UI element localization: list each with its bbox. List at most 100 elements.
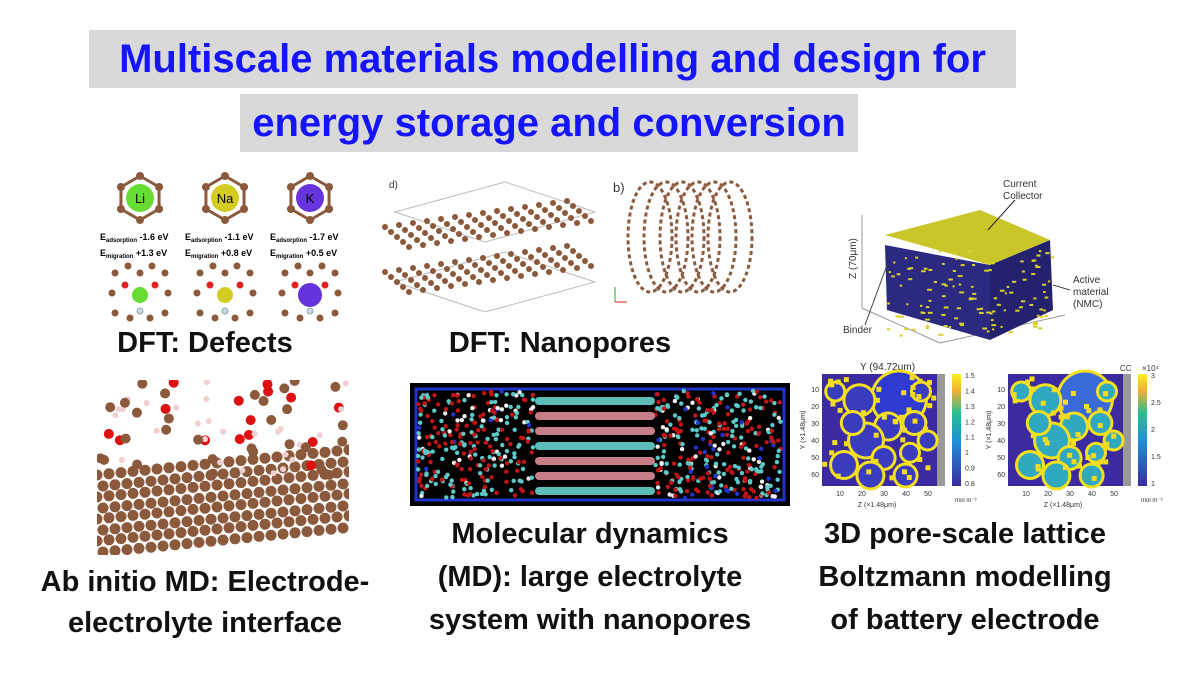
molecule-atom — [747, 494, 752, 500]
molecule-atom — [465, 493, 471, 498]
molecule-atom — [671, 461, 677, 466]
binder-speck — [1035, 264, 1038, 267]
carbon-atom — [420, 287, 426, 293]
molecule-atom — [454, 427, 459, 432]
molecule-atom — [745, 428, 751, 434]
caption-lbm-1: 3D pore-scale lattice — [823, 518, 1107, 550]
binder-speck — [967, 250, 973, 253]
molecule-atom — [737, 391, 742, 397]
carbon-atom — [318, 262, 326, 270]
carbon-atom — [247, 497, 259, 509]
molecule-atom — [685, 391, 690, 396]
molecule-atom — [725, 412, 731, 417]
carbon-atom — [284, 439, 295, 450]
molecule-atom — [422, 401, 427, 406]
molecule-atom — [777, 400, 782, 405]
caption-aimd-2: electrolyte interface — [67, 607, 342, 639]
pixel — [828, 378, 834, 384]
carbon-atom — [164, 289, 172, 297]
carbon-atom — [337, 456, 349, 468]
molecule-atom — [677, 479, 682, 485]
binder-speck — [1038, 327, 1043, 330]
migration-energy: Emigration +0.8 eV — [185, 248, 252, 260]
carbon-atom — [438, 216, 444, 222]
molecule-atom — [496, 451, 502, 457]
x-tick: 20 — [1044, 491, 1052, 498]
molecule-atom — [477, 470, 483, 476]
carbon-atom — [193, 289, 201, 297]
molecule-atom — [757, 456, 762, 461]
molecule-atom — [435, 402, 441, 407]
binder-speck — [1022, 278, 1027, 281]
carbon-atom — [582, 258, 588, 264]
carbon-atom — [103, 490, 115, 502]
molecule-atom — [699, 426, 704, 431]
molecule-atom — [504, 479, 509, 485]
molecule-atom — [696, 406, 702, 411]
carbon-atom — [265, 529, 277, 541]
label-z-axis: Z (70μm) — [847, 238, 859, 279]
carbon-atom — [382, 224, 388, 230]
carbon-atom — [540, 219, 546, 225]
carbon-atom — [132, 459, 143, 470]
carbon-atom — [313, 502, 325, 514]
molecule-atom — [664, 427, 669, 432]
carbon-atom — [532, 271, 538, 277]
molecule-atom — [685, 478, 691, 483]
molecule-atom — [661, 397, 666, 403]
carbon-atom — [554, 262, 560, 268]
adatom-K — [296, 184, 324, 212]
molecule-atom — [656, 437, 661, 443]
heatmap-top-label: Y (94.72μm) — [860, 362, 916, 373]
carbon-atom — [271, 517, 283, 529]
molecule-atom — [529, 490, 535, 495]
molecule-atom — [443, 406, 449, 412]
carbon-atom — [464, 269, 470, 275]
binder-speck — [906, 303, 909, 306]
carbon-atom — [246, 443, 257, 454]
carbon-atom — [500, 213, 506, 219]
molecule-atom — [775, 438, 781, 443]
molecule-atom — [508, 459, 514, 464]
molecule-atom — [758, 405, 763, 411]
carbon-atom — [97, 524, 109, 536]
nanotube-ring — [690, 180, 738, 294]
pixel — [910, 391, 916, 397]
carbon-atom — [209, 262, 217, 270]
carbon-atom — [313, 480, 325, 492]
carbon-atom — [253, 508, 265, 520]
x-tick: 50 — [924, 491, 932, 498]
binder-speck — [958, 283, 962, 286]
pixel — [1058, 405, 1064, 411]
molecule-atom — [504, 469, 509, 474]
molecule-atom — [511, 478, 516, 484]
carbon-atom — [307, 447, 319, 459]
binder-speck — [976, 308, 981, 311]
molecule-atom — [446, 399, 451, 404]
pixel — [822, 461, 828, 467]
carbon-atom — [289, 461, 301, 473]
carbon-atom — [442, 278, 448, 284]
carbon-atom — [97, 535, 103, 547]
carbon-atom — [462, 236, 468, 242]
y-tick: 50 — [997, 455, 1005, 462]
molecule-atom — [456, 398, 461, 404]
carbon-atom — [281, 269, 289, 277]
colorbar — [1138, 374, 1147, 486]
molecule-atom — [464, 423, 469, 428]
molecule-atom — [665, 403, 670, 408]
adatom — [217, 287, 233, 303]
carbon-atom — [205, 491, 217, 503]
binder-speck — [1021, 270, 1025, 273]
carbon-atom — [480, 255, 486, 261]
carbon-atom — [97, 502, 109, 514]
pixel — [1091, 453, 1097, 459]
carbon-atom — [486, 215, 492, 221]
molecule-atom — [667, 492, 672, 497]
binder-speck — [927, 288, 933, 291]
pixel — [860, 410, 866, 416]
binder-speck — [1039, 308, 1044, 311]
pixel — [835, 473, 841, 479]
carbon-atom — [126, 314, 134, 322]
x-tick: 10 — [836, 491, 844, 498]
